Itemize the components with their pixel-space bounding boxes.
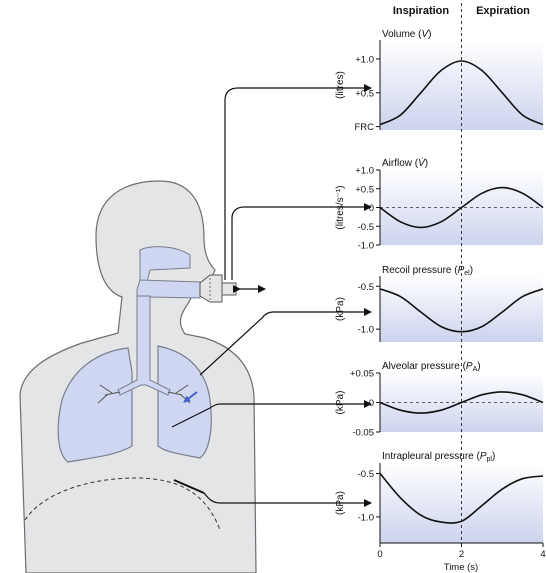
y-tick-label: 0: [369, 398, 374, 409]
series-line: [379, 60, 544, 126]
volume-connector-arrow: [224, 84, 372, 280]
chart-title: Recoil pressure (Pel): [382, 265, 473, 277]
chart-panel-4: Alveolar pressure (PA) +0.05 0 -0.05 (kPa): [335, 361, 544, 439]
anatomy-illustration: [19, 180, 266, 573]
x-tick-label: 4: [540, 549, 545, 560]
y-tick-label: -0.05: [352, 428, 374, 439]
y-tick-label: +1.0: [355, 166, 374, 177]
y-tick-label: +0.5: [355, 184, 374, 195]
y-tick-label: 0: [369, 203, 374, 214]
chart-title: Volume (V): [382, 29, 431, 40]
x-tick-label: 2: [459, 549, 464, 560]
connector-arrows: [171, 84, 372, 507]
y-tick-label: -0.5: [358, 222, 374, 233]
y-axis-label: (kPa): [335, 491, 346, 515]
y-tick-label: -1.0: [358, 325, 374, 336]
expiration-header: Expiration: [476, 5, 530, 17]
left-lung: [57, 347, 133, 463]
intrapleural-connector-arrow: [203, 492, 372, 507]
x-tick-label: 0: [377, 549, 382, 560]
left-bronchioles: [97, 384, 121, 404]
inspiration-header: Inspiration: [393, 5, 450, 17]
mouthpiece-tube: [221, 282, 237, 296]
x-axis-label: Time (s): [444, 562, 478, 573]
y-axis-label: (kPa): [335, 297, 346, 321]
pleural-space-arrow: [183, 391, 198, 403]
y-tick-label: -1.0: [358, 512, 374, 523]
chart-title: Airflow (V̇): [382, 156, 428, 169]
time-axis: 0 2 4: [377, 542, 546, 560]
airflow-connector-arrow: [231, 203, 372, 280]
mouthpiece: [199, 274, 223, 303]
chart-panel-2: Airflow (V̇) +1.0 +0.5 0 -0.5 -1.0 (litres/s⁻¹…: [335, 156, 544, 252]
alveolar-connector-arrow: [171, 400, 372, 428]
y-axis-label: (litres): [335, 71, 346, 99]
chart-panel-5: Intrapleural pressure (Ppl) -0.5 -1.0 (kPa): [335, 451, 544, 543]
chart-title: Intrapleural pressure (Ppl): [382, 451, 495, 463]
y-axis-label: (kPa): [335, 391, 346, 415]
y-tick-label: -0.5: [358, 469, 374, 480]
diaphragm-dashed-line: [24, 477, 221, 531]
chart-panel-3: Recoil pressure (Pel) -0.5 -1.0 (kPa): [335, 265, 544, 342]
recoil-connector-arrow: [199, 308, 372, 376]
y-tick-label: +0.05: [350, 369, 374, 380]
trachea: [117, 295, 171, 396]
y-tick-label: -1.0: [358, 241, 374, 252]
chart-background: [380, 40, 543, 130]
y-tick-label: FRC: [354, 122, 374, 133]
series-line: [379, 391, 544, 414]
y-tick-label: -0.5: [358, 282, 374, 293]
chart-title: Alveolar pressure (PA): [382, 361, 481, 373]
y-tick-label: +0.5: [355, 88, 374, 99]
y-tick-label: +1.0: [355, 54, 374, 65]
y-axis-label: (litres/s⁻¹): [335, 185, 346, 229]
pleura-marker: [173, 479, 205, 494]
series-line: [379, 288, 544, 333]
